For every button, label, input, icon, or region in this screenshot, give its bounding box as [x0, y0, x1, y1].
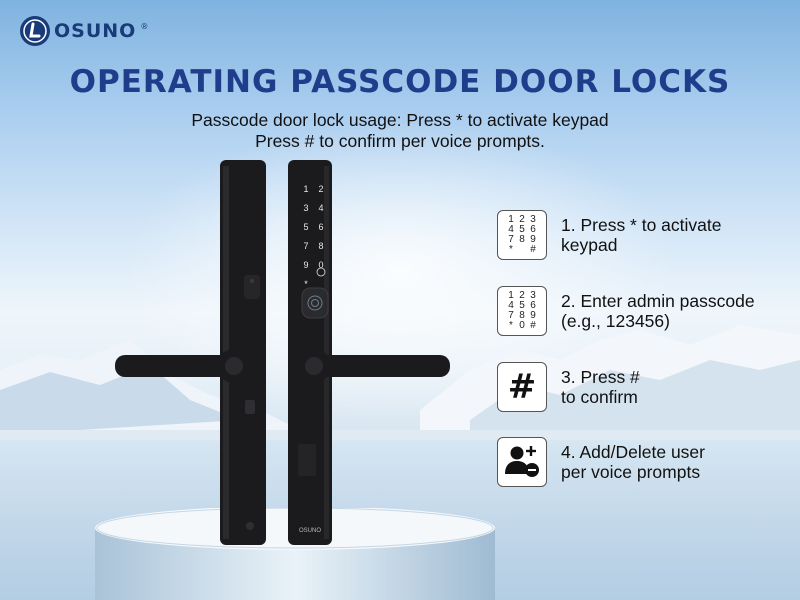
- brand-logo: OSUNO ®: [20, 16, 148, 46]
- registered-mark: ®: [140, 21, 149, 31]
- subtitle: Passcode door lock usage: Press * to act…: [0, 110, 800, 152]
- svg-text:5: 5: [303, 222, 308, 232]
- svg-text:8: 8: [318, 241, 323, 251]
- subtitle-line-2: Press # to confirm per voice prompts.: [255, 131, 545, 151]
- svg-text:7: 7: [303, 241, 308, 251]
- step-1-text: 1. Press * to activate keypad: [561, 215, 722, 255]
- hash-symbol: #: [507, 367, 537, 407]
- svg-text:4: 4: [318, 203, 323, 213]
- brand-name: OSUNO: [54, 20, 137, 42]
- step-4-text: 4. Add/Delete user per voice prompts: [561, 442, 705, 482]
- page-title: OPERATING PASSCODE DOOR LOCKS: [69, 64, 731, 100]
- step-4: 4. Add/Delete user per voice prompts: [497, 437, 705, 487]
- svg-text:9: 9: [303, 260, 308, 270]
- subtitle-line-1: Passcode door lock usage: Press * to act…: [191, 110, 609, 130]
- step-2-text: 2. Enter admin passcode (e.g., 123456): [561, 291, 755, 331]
- lock-brand-label: OSUNO: [299, 528, 321, 534]
- door-lock-back-panel: [115, 160, 266, 545]
- step-3-text: 3. Press # to confirm: [561, 367, 640, 407]
- svg-text:*: *: [304, 279, 308, 289]
- svg-text:3: 3: [303, 203, 308, 213]
- user-add-remove-icon: [497, 437, 547, 487]
- svg-text:1: 1: [303, 184, 308, 194]
- svg-text:6: 6: [318, 222, 323, 232]
- logo-mark-icon: [20, 16, 50, 46]
- svg-text:0: 0: [318, 260, 323, 270]
- hash-icon: #: [497, 362, 547, 412]
- svg-text:2: 2: [318, 184, 323, 194]
- step-3: # 3. Press # to confirm: [497, 362, 640, 412]
